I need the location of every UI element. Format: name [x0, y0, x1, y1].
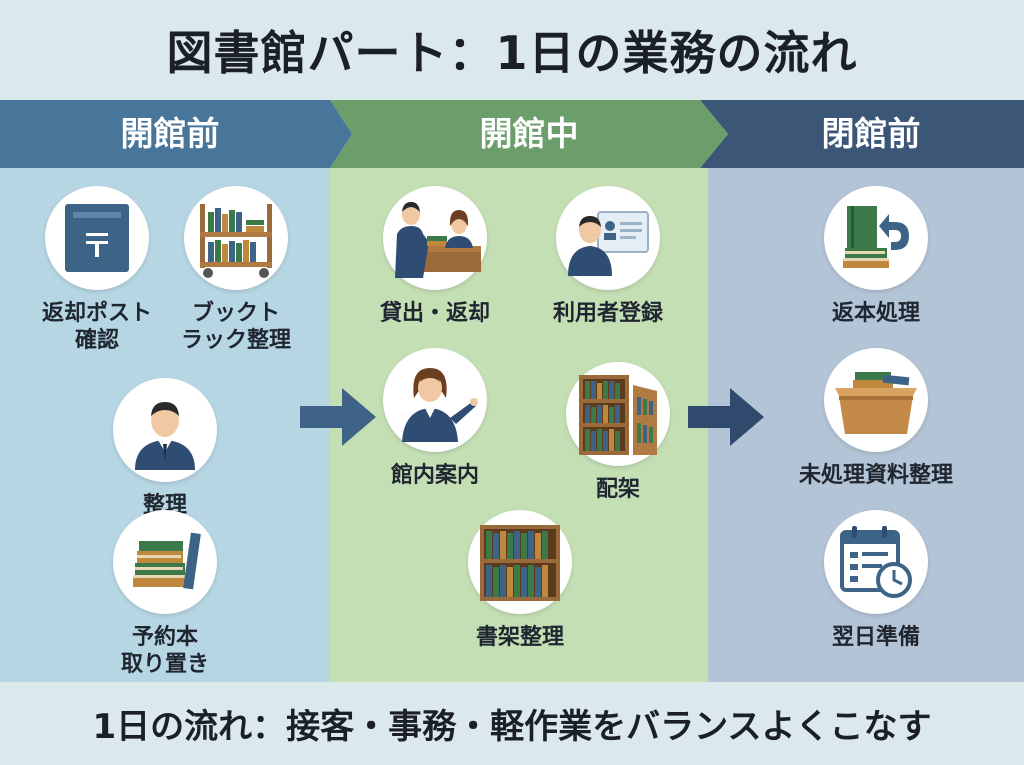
bookcart-icon — [184, 186, 288, 290]
phase-chevron-1 — [0, 100, 352, 168]
task-shelf-org: 書架整理 — [450, 510, 590, 651]
task-next-day: 翌日準備 — [806, 510, 946, 651]
phase-chevrons — [0, 100, 1024, 168]
task-return-post: 返却ポスト 確認 — [27, 186, 167, 354]
task-label-return-process: 返本処理 — [831, 301, 920, 326]
bookshelf-icon — [566, 362, 670, 466]
task-label-bookcart: ブックト ラック整理 — [180, 301, 291, 353]
phase-label-1: 開館前 — [120, 114, 220, 153]
task-label-return-post: 返却ポスト 確認 — [41, 301, 152, 353]
counter-service-icon — [383, 186, 487, 290]
flow-arrow-1 — [300, 388, 376, 446]
task-bookcart: ブックト ラック整理 — [166, 186, 306, 354]
task-shelving: 配架 — [548, 362, 688, 503]
task-label-shelving: 配架 — [595, 477, 640, 502]
title-bar: 図書館パート：1日の業務の流れ — [0, 0, 1024, 100]
calendar-clock-icon — [824, 510, 928, 614]
id-card-user-icon — [556, 186, 660, 290]
task-lending: 貸出・返却 — [365, 186, 505, 327]
task-return-process: 返本処理 — [806, 186, 946, 327]
task-label-lending: 貸出・返却 — [379, 301, 490, 326]
footer-summary: 1日の流れ：接客・事務・軽作業をバランスよくこなす — [92, 707, 932, 747]
task-label-unprocessed: 未処理資料整理 — [798, 463, 953, 488]
page-title: 図書館パート：1日の業務の流れ — [166, 26, 858, 80]
guide-staff-icon — [383, 348, 487, 452]
phase-chevron-2 — [330, 100, 728, 168]
phase-label-2: 開館中 — [479, 114, 579, 153]
book-return-icon — [824, 186, 928, 290]
task-label-next-day: 翌日準備 — [831, 625, 920, 650]
phase-chevron-3 — [700, 100, 1024, 168]
book-stack-icon — [113, 510, 217, 614]
mailbox-icon — [45, 186, 149, 290]
flow-arrow-2 — [688, 388, 764, 446]
task-label-reservation: 予約本 取り置き — [120, 625, 209, 677]
box-with-books-icon — [824, 348, 928, 452]
task-label-shelf-org: 書架整理 — [475, 625, 564, 650]
task-reservation: 予約本 取り置き — [95, 510, 235, 678]
phase-header-banner: 開館前 開館中 閉館前 — [0, 100, 1024, 168]
bookshelf-large-icon — [468, 510, 572, 614]
task-label-registration: 利用者登録 — [552, 301, 663, 326]
task-organize: 整理 — [95, 378, 235, 519]
phase-label-3: 閉館前 — [821, 114, 921, 153]
staff-person-icon — [113, 378, 217, 482]
task-unprocessed: 未処理資料整理 — [799, 348, 953, 489]
task-guidance: 館内案内 — [365, 348, 505, 489]
footer-bar: 1日の流れ：接客・事務・軽作業をバランスよくこなす — [0, 682, 1024, 765]
task-registration: 利用者登録 — [538, 186, 678, 327]
task-label-guidance: 館内案内 — [390, 463, 479, 488]
